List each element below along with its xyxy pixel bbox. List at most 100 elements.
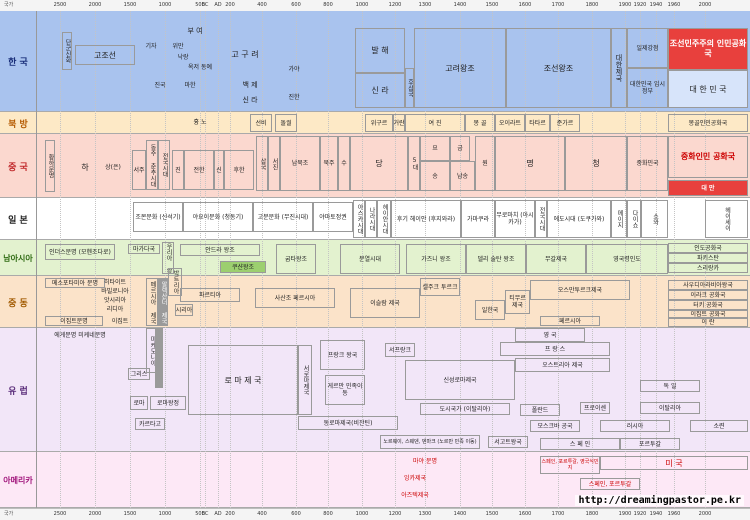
cell-saudi: 사우디아라비아왕국 [668,280,748,290]
cell-jungar: 준가르 [550,114,580,132]
cell-alexander: 알렉산더 제국 [158,278,168,326]
cell-andhra: 안드라 왕조 [180,244,260,256]
cell-pakistan: 파키스탄 [668,253,748,263]
cell-iran: 이 란 [668,318,748,327]
cell-cheong: 청 [565,136,627,191]
gridline [165,11,166,508]
cell-heian: 헤이안시대 [377,200,391,238]
cell-jomon: 조몬문화 (신석기) [133,202,183,232]
cell-nam-song: 남송 [450,161,475,191]
cell-japan-rule: 일제강점 [627,28,668,68]
cell-joseon: 조선왕조 [506,28,611,108]
cell-harsha: 분열시대 [340,244,400,274]
cell-ju: 서주 [132,150,146,190]
cell-spain-col: 스페인, 포르투갈, 영국식민지 [540,456,600,474]
cell-goryeo: 고려왕조 [414,28,506,108]
cell-egypt2: 이집트 [111,317,129,325]
cell-taiwan: 대 만 [668,180,748,196]
cell-su: 수 [338,136,350,191]
gridline [262,11,263,508]
bottom-axis-tick: BC [201,511,209,517]
cell-ha: 하 [81,162,89,172]
cell-prussia: 프로이센 [580,402,610,414]
cell-balhae: 발 해 [355,28,405,73]
cell-wiman: 위만 [172,42,184,50]
top-axis-tick: 600 [291,2,301,8]
cell-jin2: 서진 [268,136,280,191]
cell-mahan: 마한 [184,81,196,89]
cell-nambuk: 남북조 [280,136,320,191]
cell-mughal: 무갈제국 [526,244,586,274]
gridline [395,11,396,508]
top-axis-tick: 1600 [518,2,532,8]
cell-timur: 티무르 제국 [505,290,530,314]
cell-baekje: 백 제 [242,80,258,89]
cell-huhan: 후한 [224,150,254,190]
cell-sin: 신 [214,150,224,190]
top-axis-tick: 1940 [649,2,663,8]
cell-dolgwol: 돌궐 [275,114,297,132]
cell-france: 프 랑 스 [500,342,610,356]
cell-austria: 오스트리아 제국 [515,358,610,372]
cell-dprk: 조선민주주의 인민공화국 [668,28,748,70]
cell-latin: 스페인, 포르투갈 [580,478,640,490]
cell-meiji: 메이지 [611,200,627,238]
cell-visigoth: 서고트왕국 [488,436,528,448]
cell-samguk: 삼국 [256,136,268,191]
cell-minguk: 중화민국 [627,136,668,191]
cell-british: 영국령인도 [586,244,668,274]
cell-daehan: 대한제국 [611,28,627,108]
cell-soviet: 소련 [690,420,748,432]
cell-egypt: 이집트문명 [45,316,103,326]
cell-sasan: 사산조 페르시아 [255,288,335,308]
top-axis-tick: 1960 [667,2,681,8]
cell-dangun: 단군신화 [62,32,72,70]
bottom-axis-tick: 1700 [551,511,565,517]
bottom-axis-tick: 1600 [518,511,532,517]
cell-carthage: 카르타고 [135,418,165,430]
cell-portugal: 포르투갈 [620,438,680,450]
cell-seljuk: 셀주크 투르크 [420,278,460,296]
cell-aztec: 아즈텍제국 [401,491,429,499]
top-axis-tick: 1920 [633,2,647,8]
cell-russia: 러시아 [600,420,670,432]
bottom-axis-tick: 1400 [453,511,467,517]
bottom-axis-tick: 1000 [158,511,172,517]
cell-kofun: 고분문화 (무진시대) [253,202,313,232]
cell-italy: 이탈리아 [640,402,700,414]
cell-dang: 당 [350,136,408,191]
cell-inca: 잉카제국 [403,474,427,482]
cell-frank: 프랑크 왕국 [320,340,365,370]
bottom-axis-tick: 600 [291,511,301,517]
top-axis-tick: 1500 [485,2,499,8]
cell-chola: 가즈니 왕조 [406,244,466,274]
cell-persia: 페르시아 제국 [146,278,158,326]
top-axis-tick: AD [214,2,222,8]
cell-syria: 시리아 [175,304,193,316]
cell-srilanka: 스리랑카 [668,263,748,273]
cell-showa: 쇼와 [641,200,668,238]
cell-west-frank: 서프랑크 [385,343,415,357]
cell-asuka: 아스카시대 [353,200,365,238]
band-north: 북 방 [0,112,750,134]
cell-east-rome: 동로마제국(비잔틴) [298,416,398,430]
top-axis-tick: 2000 [88,2,102,8]
top-axis-tick: 500 [195,2,205,8]
cell-rome-rep: 로마 [130,396,148,410]
cell-seonbi: 선비 [250,114,272,132]
gridline [200,11,201,508]
cell-gupta: 굽타왕조 [276,244,316,274]
cell-jeonguk: 전국시대 [158,140,170,190]
gridline [425,11,426,508]
gridline [460,11,461,508]
bottom-axis-tick: 1200 [388,511,402,517]
top-axis-tick: 1500 [123,2,137,8]
band-label-europe: 유 럽 [0,328,37,452]
cell-magadha: 마가다국 [128,244,160,254]
gridline [640,11,641,508]
top-axis-tick: 1000 [158,2,172,8]
cell-poland: 폴란드 [520,404,560,416]
bottom-axis-tick: 1920 [633,511,647,517]
cell-jinguk: 진국 [154,81,166,89]
